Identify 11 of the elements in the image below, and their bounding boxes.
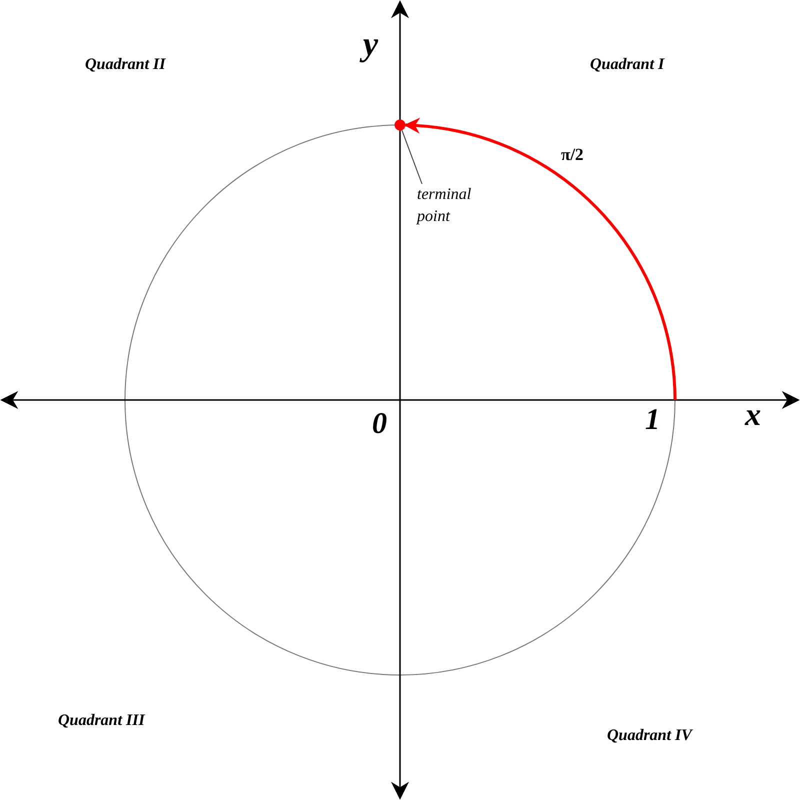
quadrant-label: Quadrant IV (607, 728, 692, 744)
quadrant-label: Quadrant II (85, 57, 166, 73)
axis-label: x (745, 398, 761, 430)
leader-line (401, 130, 422, 184)
arc-arrow (404, 118, 676, 400)
point-label: terminal point (417, 185, 472, 227)
point-dot (394, 120, 406, 130)
origin-label: 0 (372, 409, 387, 439)
tick-label: 1 (645, 405, 660, 435)
quadrant-label: Quadrant I (590, 57, 664, 73)
quadrant-label: Quadrant III (58, 713, 145, 729)
